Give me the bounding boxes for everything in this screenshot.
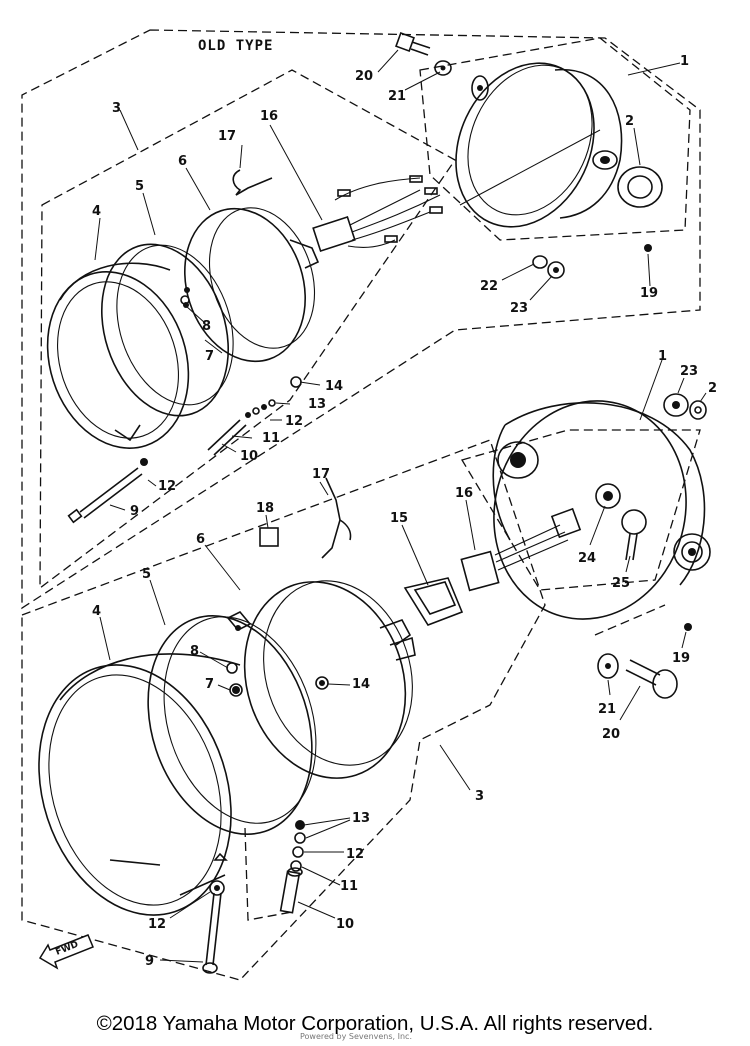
callout-4-new: 4: [92, 604, 101, 619]
callout-18-new: 18: [256, 501, 274, 516]
callout-15-new: 15: [390, 511, 408, 526]
nut-19-old: [644, 244, 652, 252]
callout-6-old: 6: [178, 154, 187, 169]
socket-16-old: [312, 175, 443, 252]
callout-13-new: 13: [352, 811, 370, 826]
copyright-notice: ©2018 Yamaha Motor Corporation, U.S.A. A…: [96, 1012, 654, 1035]
pin-10-old: [207, 419, 247, 456]
callout-8-old: 8: [202, 319, 211, 334]
callout-12b-new: 12: [346, 847, 364, 862]
callout-20-old: 20: [355, 69, 373, 84]
callout-16-new: 16: [455, 486, 473, 501]
grommet-2-new: [689, 400, 707, 420]
callout-11-old: 11: [262, 431, 280, 446]
callout-7-new: 7: [205, 677, 214, 692]
spring-17-new: [321, 477, 352, 559]
callout-16-old: 16: [260, 109, 278, 124]
screw-9-old: [67, 458, 148, 524]
cover-15-new: [403, 577, 464, 626]
pin-10-new: [279, 867, 303, 914]
callout-12a-new: 12: [148, 917, 166, 932]
callout-22-old: 22: [480, 279, 498, 294]
old-callouts: 1 2 3 4 5 6 7 8 9 10 11 12 12 13 14 16 1…: [92, 54, 689, 519]
screw-9-new: [202, 880, 225, 974]
old-housing-boundary: [419, 37, 691, 241]
new-bulb-boundary: [461, 429, 701, 591]
callout-23-old: 23: [510, 301, 528, 316]
callout-1-old: 1: [680, 54, 689, 69]
nut-23-old: [547, 261, 565, 279]
callout-14-old: 14: [325, 379, 343, 394]
ring-5-old: [100, 243, 234, 417]
callout-21-old: 21: [388, 89, 406, 104]
new-unit-3-boundary: [21, 439, 546, 981]
callout-14-new: 14: [352, 677, 370, 692]
washer-21-new: [597, 653, 619, 679]
small-parts-old: [183, 302, 302, 418]
callout-12b-old: 12: [285, 414, 303, 429]
callout-5-old: 5: [135, 179, 144, 194]
callout-19-new: 19: [672, 651, 690, 666]
callout-19-old: 19: [640, 286, 658, 301]
callout-7-old: 7: [205, 349, 214, 364]
lens-6-old: [184, 207, 320, 363]
callout-9-old: 9: [130, 504, 139, 519]
callout-24-new: 24: [578, 551, 596, 566]
callout-17-new: 17: [312, 467, 330, 482]
callout-3-new: 3: [475, 789, 484, 804]
washer-13-new: [295, 820, 305, 830]
nut-23-new: [663, 393, 689, 417]
callout-20-new: 20: [602, 727, 620, 742]
rim-4-new: [38, 653, 241, 916]
callout-10-new: 10: [336, 917, 354, 932]
clip-18-new: [259, 527, 279, 547]
old-leaders: [94, 49, 681, 511]
spring-17-old: [232, 169, 273, 196]
nut-11-new: [290, 860, 302, 872]
callout-21-new: 21: [598, 702, 616, 717]
washer-12-new: [292, 846, 304, 858]
callout-4-old: 4: [92, 204, 101, 219]
new-callouts: 1 2 3 4 5 6 7 8 9 10 11 12 12 13 14 15 1…: [92, 349, 717, 969]
new-type-assembly: FWD: [21, 349, 717, 981]
old-type-label: OLD TYPE: [198, 38, 273, 54]
old-type-boundary: [21, 29, 701, 610]
callout-17-old: 17: [218, 129, 236, 144]
new-leaders: [99, 359, 707, 963]
lens-6-new: [243, 580, 416, 779]
nut-19-new: [684, 623, 692, 631]
rim-4-old: [46, 262, 190, 449]
callout-8-new: 8: [190, 644, 199, 659]
bolt-20-new: [625, 659, 678, 699]
old-type-assembly: OLD TYPE: [21, 29, 701, 610]
callout-23-new: 23: [680, 364, 698, 379]
callout-25-new: 25: [612, 576, 630, 591]
bolt-20-old: [395, 32, 431, 56]
housing-1-old: [455, 62, 623, 228]
ring-5-new: [147, 611, 317, 836]
bulb-parts-new: [595, 483, 647, 561]
fwd-arrow-icon: FWD: [38, 934, 94, 970]
socket-16-new: [460, 507, 582, 592]
watermark-text: Powered by Sevenvens, Inc.: [300, 1032, 412, 1041]
callout-2-new: 2: [708, 381, 717, 396]
callout-1-new: 1: [658, 349, 667, 364]
callout-12a-old: 12: [158, 479, 176, 494]
callout-3-old: 3: [112, 101, 121, 116]
grommet-2-old: [617, 166, 663, 208]
callout-10-old: 10: [240, 449, 258, 464]
callout-11-new: 11: [340, 879, 358, 894]
washer-22-old: [532, 255, 548, 269]
washer-21-old: [434, 60, 452, 76]
housing-1-new: [492, 400, 711, 620]
old-unit-3-boundary: [39, 69, 456, 590]
callout-6-new: 6: [196, 532, 205, 547]
callout-13-old: 13: [308, 397, 326, 412]
callout-5-new: 5: [142, 567, 151, 582]
callout-2-old: 2: [625, 114, 634, 129]
callout-9-new: 9: [145, 954, 154, 969]
